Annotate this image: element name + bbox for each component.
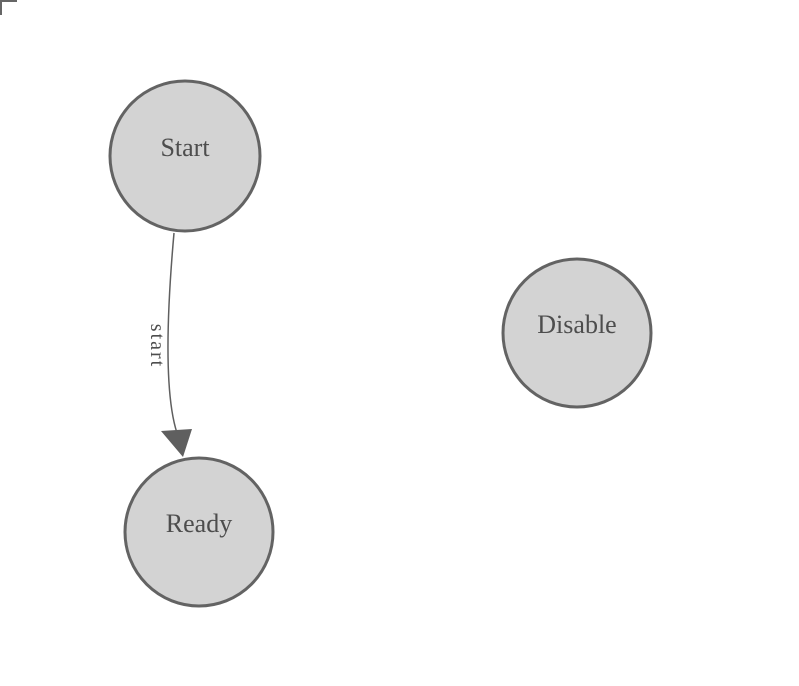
state-circle-disable[interactable] (501, 257, 653, 409)
transition-line[interactable] (167, 232, 178, 434)
transition-start-to-ready[interactable]: start (146, 232, 192, 457)
state-label-start: Start (160, 133, 210, 162)
state-node-ready[interactable]: Ready (123, 456, 275, 608)
arrowhead-icon (161, 429, 192, 457)
state-circle-start[interactable] (108, 79, 262, 233)
state-node-start[interactable]: Start (108, 79, 262, 233)
state-label-disable: Disable (537, 310, 616, 339)
canvas-origin-corner-icon (0, 0, 17, 15)
state-circle-ready[interactable] (123, 456, 275, 608)
state-node-disable[interactable]: Disable (501, 257, 653, 409)
state-label-ready: Ready (166, 509, 232, 538)
transition-label[interactable]: start (146, 324, 168, 368)
